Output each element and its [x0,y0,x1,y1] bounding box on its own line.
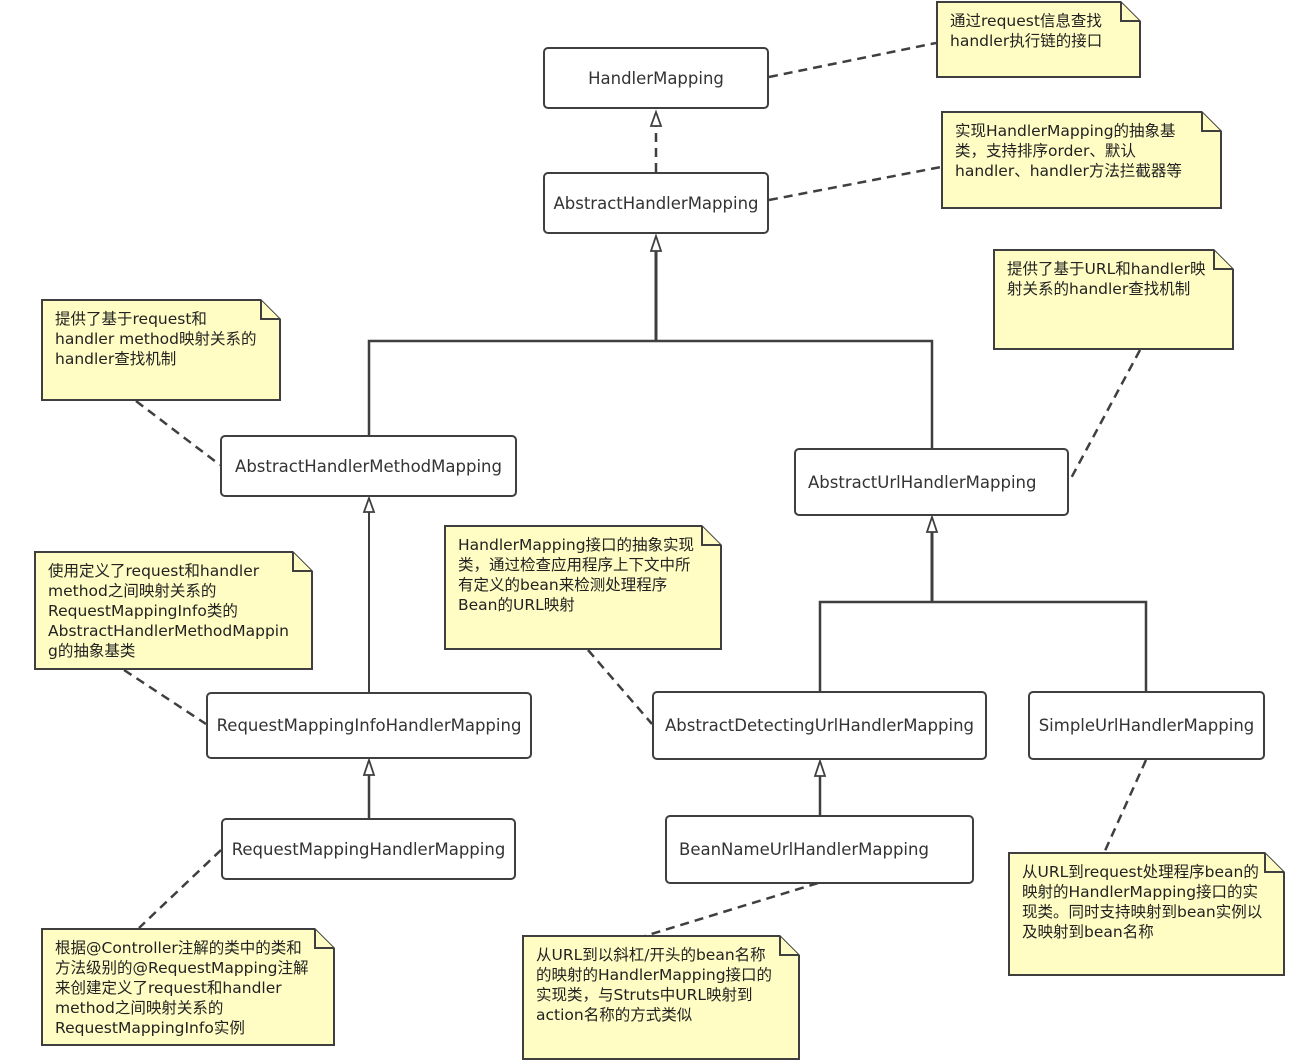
class-abstract-url-handler-mapping[interactable]: AbstractUrlHandlerMapping [794,448,1069,516]
note-fold-icon [1263,852,1285,874]
arrowhead-abstract-detecting-url-handler-mapping [813,758,827,777]
note-fold-icon [313,928,335,950]
note-text: 从URL到request处理程序bean的 映射的HandlerMapping接… [1022,863,1263,941]
note-fold-icon [1200,111,1222,133]
note-abstract-detecting-url-handler-mapping: HandlerMapping接口的抽象实现 类，通过检查应用程序上下文中所 有定… [444,525,722,650]
note-link-abstract-url-handler-mapping [1067,349,1142,483]
note-text: HandlerMapping接口的抽象实现 类，通过检查应用程序上下文中所 有定… [458,536,695,614]
class-bean-name-url-handler-mapping[interactable]: BeanNameUrlHandlerMapping [665,815,974,884]
note-link-abstract-detecting-url-handler-mapping [587,649,653,725]
class-simple-url-handler-mapping[interactable]: SimpleUrlHandlerMapping [1028,691,1265,760]
note-request-mapping-handler-mapping: 根据@Controller注解的类中的类和 方法级别的@RequestMappi… [41,928,335,1046]
arrowhead-abstract-handler-method-mapping [362,495,376,513]
note-bean-name-url-handler-mapping: 从URL到以斜杠/开头的bean名称 的映射的HandlerMapping接口的… [522,935,800,1060]
note-request-mapping-info-handler-mapping: 使用定义了request和handler method之间映射关系的 Reque… [34,551,313,670]
note-link-request-mapping-handler-mapping [138,849,222,929]
note-text: 提供了基于URL和handler映 射关系的handler查找机制 [1007,260,1206,298]
note-fold-icon [259,299,281,321]
generalization-edge-abstract-detecting-url-handler-mapping [818,600,932,691]
note-text: 从URL到以斜杠/开头的bean名称 的映射的HandlerMapping接口的… [536,946,773,1024]
note-fold-icon [291,551,313,573]
note-text: 提供了基于request和 handler method映射关系的 handle… [55,310,257,368]
note-abstract-handler-mapping: 实现HandlerMapping的抽象基 类，支持排序order、默认 hand… [941,111,1222,209]
note-fold-icon [1119,1,1141,23]
generalization-edge-simple-url-handler-mapping [932,600,1148,691]
note-text: 使用定义了request和handler method之间映射关系的 Reque… [48,562,289,660]
note-link-abstract-handler-mapping [768,165,942,202]
note-handler-mapping: 通过request信息查找 handler执行链的接口 [936,1,1141,78]
note-fold-icon [700,525,722,547]
class-request-mapping-handler-mapping[interactable]: RequestMappingHandlerMapping [221,818,516,880]
arrowhead-abstract-handler-mapping [649,233,663,252]
note-abstract-handler-method-mapping: 提供了基于request和 handler method映射关系的 handle… [41,299,281,401]
note-text: 根据@Controller注解的类中的类和 方法级别的@RequestMappi… [55,939,309,1037]
generalization-edge-abstract-url-handler-mapping [656,339,934,448]
note-fold-icon [778,935,800,957]
note-link-handler-mapping [768,41,937,79]
class-abstract-detecting-url-handler-mapping[interactable]: AbstractDetectingUrlHandlerMapping [652,691,987,760]
note-abstract-url-handler-mapping: 提供了基于URL和handler映 射关系的handler查找机制 [993,249,1234,350]
arrowhead-request-mapping-info-handler-mapping [362,757,376,776]
note-simple-url-handler-mapping: 从URL到request处理程序bean的 映射的HandlerMapping接… [1008,852,1285,976]
arrowhead-handler-mapping [649,109,663,127]
class-request-mapping-info-handler-mapping[interactable]: RequestMappingInfoHandlerMapping [206,692,532,759]
note-text: 实现HandlerMapping的抽象基 类，支持排序order、默认 hand… [955,122,1182,180]
note-link-bean-name-url-handler-mapping [644,881,819,938]
note-link-simple-url-handler-mapping [1102,759,1148,854]
note-fold-icon [1212,249,1234,271]
note-text: 通过request信息查找 handler执行链的接口 [950,12,1103,50]
class-abstract-handler-mapping[interactable]: AbstractHandlerMapping [543,172,769,234]
class-abstract-handler-method-mapping[interactable]: AbstractHandlerMethodMapping [220,435,517,497]
note-link-request-mapping-info-handler-mapping [123,668,207,726]
arrowhead-abstract-url-handler-mapping [925,514,939,533]
note-link-abstract-handler-method-mapping [135,400,221,466]
class-handler-mapping[interactable]: HandlerMapping [543,47,769,109]
generalization-edge-abstract-handler-method-mapping [367,339,656,435]
